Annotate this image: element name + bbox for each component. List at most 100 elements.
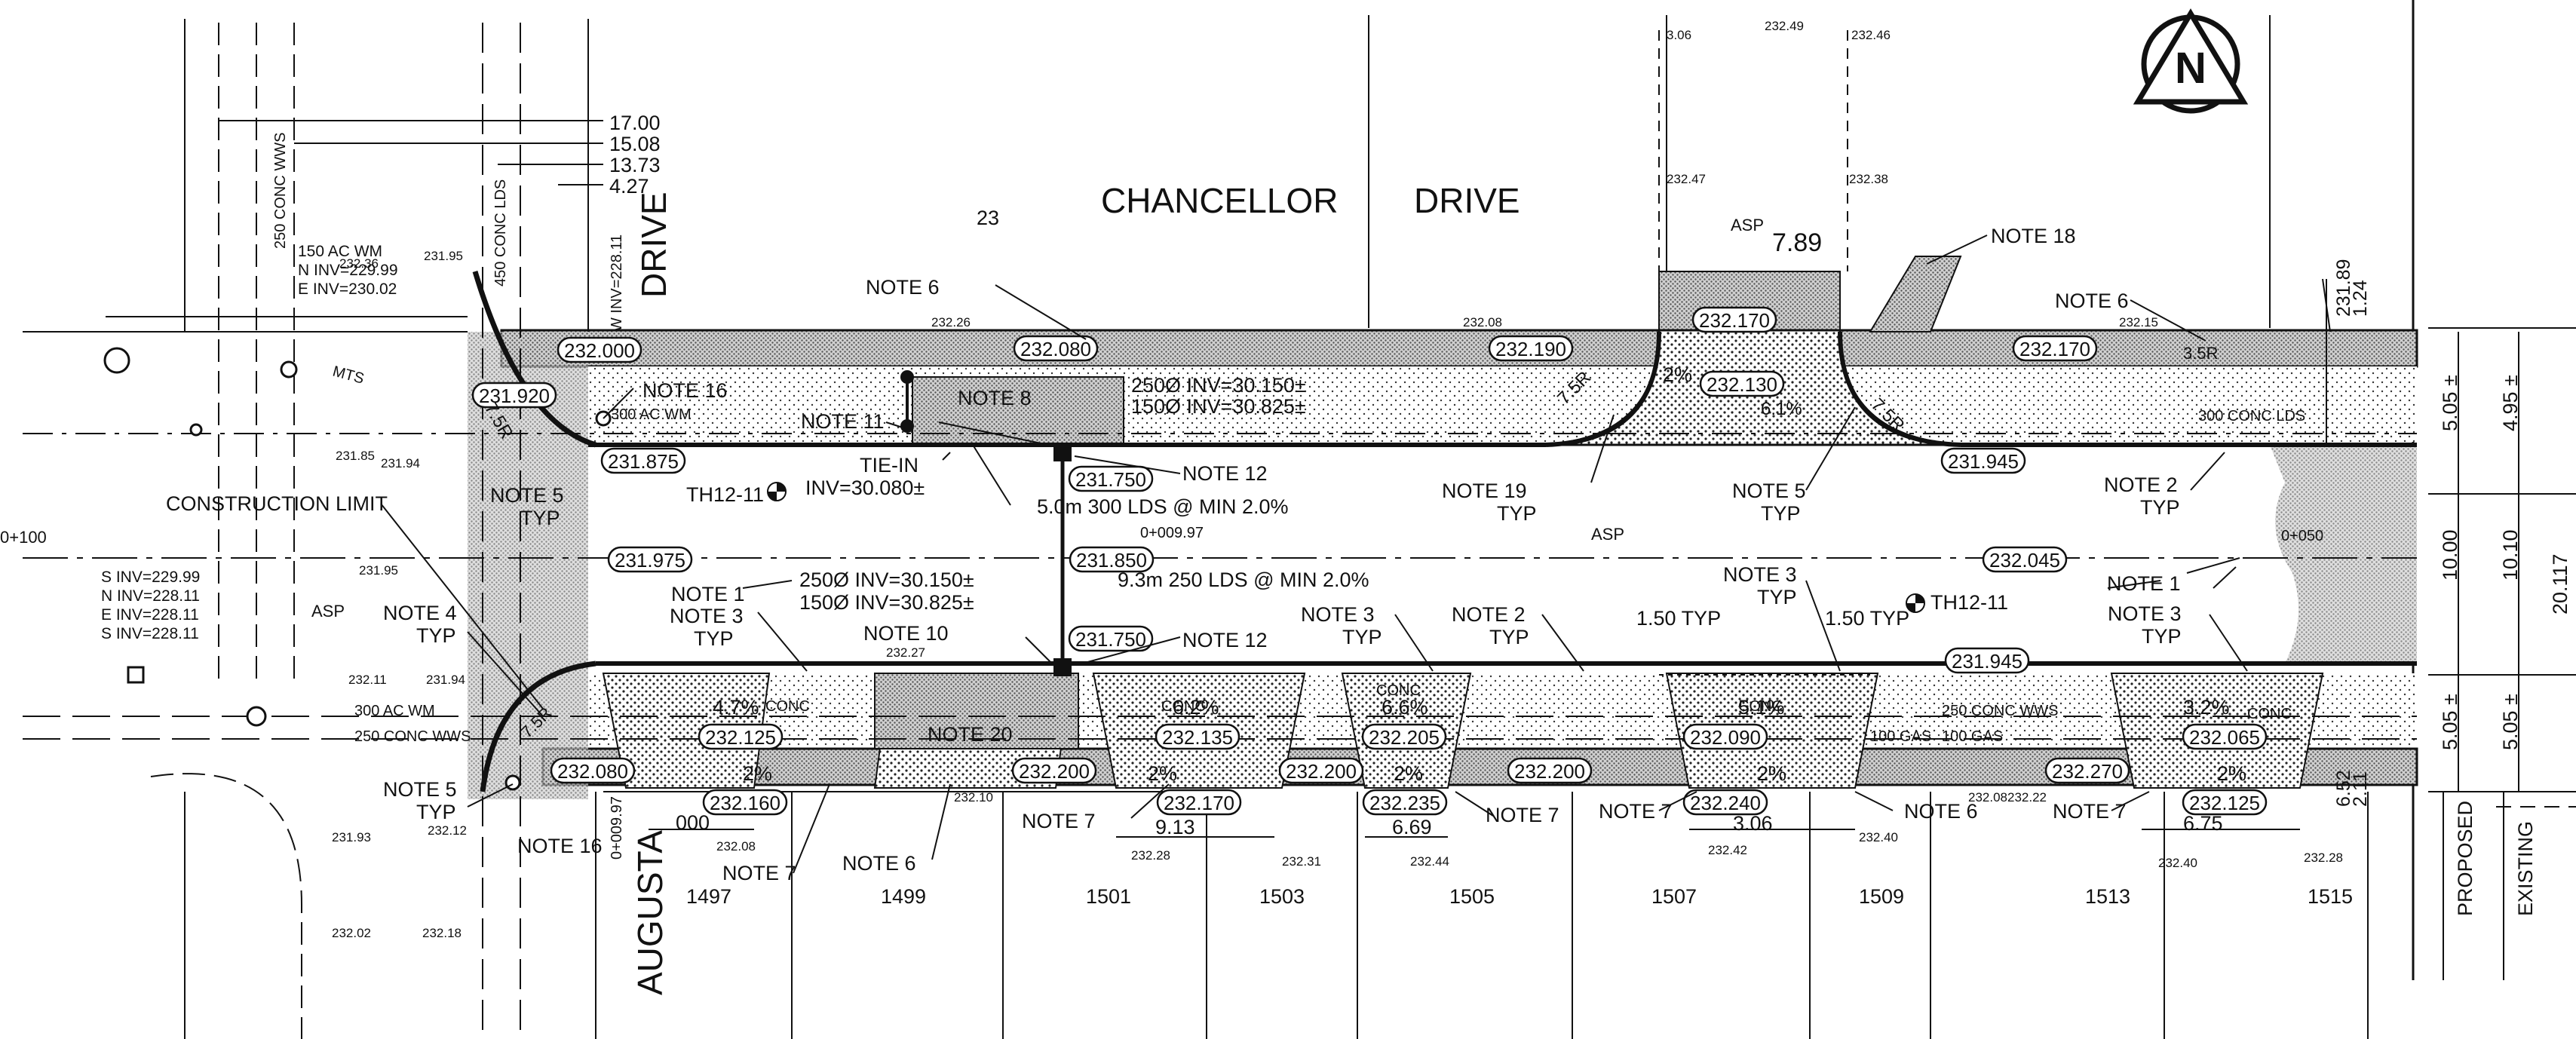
dimension-label: 13.73 <box>609 154 661 176</box>
side-dimension: 10.00 <box>2439 529 2461 581</box>
annotation-label: 3.06 <box>1733 812 1773 835</box>
elevation-pill: 231.945 <box>1940 447 2026 474</box>
elevation-pill: 232.170 <box>1691 306 1777 333</box>
annotation-label: CONC <box>1738 698 1783 715</box>
street-name: CHANCELLOR <box>1101 181 1338 220</box>
annotation-label: 0+050 <box>2281 528 2323 544</box>
side-dimension: 5.05 ± <box>2439 694 2461 750</box>
annotation-label: S INV=229.99 <box>101 569 200 586</box>
annotation-label: 6.52 <box>2333 770 2354 807</box>
annotation-label: 300 AC WM <box>611 406 692 423</box>
annotation-label: 9.3m 250 LDS @ MIN 2.0% <box>1118 569 1369 591</box>
annotation-label: ASP <box>1731 216 1764 234</box>
annotation-label: 6.1% <box>1761 399 1802 419</box>
elevation-pill: 232.170 <box>1156 789 1242 816</box>
annotation-label: TIE-IN <box>860 454 918 477</box>
dimension-label: 15.08 <box>609 133 661 155</box>
catch-basins <box>900 370 1072 676</box>
side-dimension: 10.10 <box>2499 529 2522 581</box>
annotation-label: 231.95 <box>424 249 463 263</box>
annotation-label: 1.24 <box>2350 280 2371 317</box>
north-arrow-icon: N <box>2133 8 2249 114</box>
elevation-pill: 232.190 <box>1488 335 1574 362</box>
annotation-label: 231.95 <box>359 563 398 578</box>
lot-number: 1501 <box>1086 885 1131 908</box>
annotation-label: 232.42 <box>1708 843 1747 857</box>
annotation-label: 2% <box>2217 762 2246 785</box>
elevation-value: 232.090 <box>1690 726 1761 749</box>
annotation-label: NOTE 11 <box>801 410 885 433</box>
annotation-label: NOTE 6 <box>866 276 940 299</box>
elevation-pill: 232.065 <box>2182 723 2268 750</box>
lot-number: 1509 <box>1859 885 1904 908</box>
elevation-value: 231.945 <box>1952 650 2022 673</box>
annotation-label: NOTE 16 <box>517 835 603 857</box>
annotation-label: 232.38 <box>1849 172 1888 186</box>
annotation-label: E INV=228.11 <box>101 606 199 624</box>
elevation-value: 232.000 <box>564 339 635 362</box>
annotation-label: 232.36 <box>339 256 379 271</box>
elevation-pill: 232.270 <box>2044 757 2130 784</box>
north-letter: N <box>2175 44 2206 93</box>
elevation-pill: 231.750 <box>1068 465 1154 492</box>
elevation-pill: 232.080 <box>550 757 636 784</box>
elevation-value: 232.240 <box>1690 792 1761 814</box>
annotation-label: NOTE 7 <box>722 862 796 884</box>
annotation-label: 0+100 <box>0 528 47 547</box>
elevation-value: 232.200 <box>1019 760 1090 783</box>
annotation-label: CONSTRUCTION LIMIT <box>166 492 388 515</box>
annotation-label: 450 CONC LDS <box>492 179 509 287</box>
test-hole-icon <box>767 482 787 501</box>
street-name: DRIVE <box>1414 181 1520 220</box>
annotation-label: NOTE 2 <box>2104 474 2178 496</box>
elevation-pill: 232.235 <box>1362 789 1448 816</box>
annotation-label: CONC <box>1376 682 1421 699</box>
elevation-value: 232.190 <box>1495 338 1566 360</box>
elevation-value: 231.945 <box>1948 450 2019 473</box>
annotation-label: 232.08 <box>1968 790 2007 805</box>
annotation-label: INV=30.080± <box>805 477 925 499</box>
annotation-label: 3.5R <box>2183 344 2218 363</box>
elevation-pill: 232.130 <box>1699 370 1785 397</box>
side-dimensions <box>2322 278 2519 792</box>
elevation-pill: 232.240 <box>1682 789 1768 816</box>
lot-number: 1515 <box>2308 885 2353 908</box>
annotation-label: 2% <box>1663 363 1692 386</box>
annotation-label: 232.49 <box>1765 19 1804 33</box>
annotation-label: 2% <box>743 762 772 785</box>
annotation-label: NOTE 4 <box>383 602 457 624</box>
annotation-label: NOTE 3 <box>670 605 744 627</box>
lot-number: 1499 <box>881 885 926 908</box>
annotation-label: 300 AC WM <box>354 703 435 719</box>
side-dimension: 5.05 ± <box>2439 375 2461 431</box>
annotation-label: 2% <box>1757 762 1786 785</box>
annotation-label: 9.13 <box>1155 816 1195 838</box>
annotation-label: NOTE 1 <box>671 583 745 605</box>
annotation-label: 232.22 <box>2007 790 2047 805</box>
elevation-value: 232.080 <box>557 760 628 783</box>
annotation-label: TYP <box>416 801 456 823</box>
annotation-label: ASP <box>311 602 345 621</box>
annotation-label: 231.94 <box>381 456 420 470</box>
annotation-label: TYP <box>1489 626 1529 648</box>
elevation-pill: 232.200 <box>1278 757 1364 784</box>
dimension-label: 17.00 <box>609 112 661 134</box>
elevation-value: 231.875 <box>608 450 679 473</box>
elevation-pill: 232.200 <box>1507 757 1593 784</box>
annotation-label: 232.27 <box>886 645 925 660</box>
elevation-value: 232.170 <box>1164 792 1234 814</box>
annotation-label: 4.7% <box>713 696 759 719</box>
side-dimension: 20.117 <box>2549 553 2571 615</box>
side-dimension: 4.95 ± <box>2499 375 2522 431</box>
annotation-label: NOTE 1 <box>2107 572 2181 595</box>
annotation-label: W INV=228.11 <box>609 234 625 332</box>
road-surfaces <box>468 256 2421 799</box>
annotation-label: 231.94 <box>426 673 465 687</box>
annotation-label: TYP <box>1757 586 1797 608</box>
annotation-label: 7.89 <box>1772 228 1822 257</box>
elevation-pill: 232.125 <box>698 723 784 750</box>
elevation-value: 232.270 <box>2052 760 2123 783</box>
elevation-pill: 231.920 <box>471 382 557 409</box>
annotation-label: 150Ø INV=30.825± <box>1131 395 1306 418</box>
